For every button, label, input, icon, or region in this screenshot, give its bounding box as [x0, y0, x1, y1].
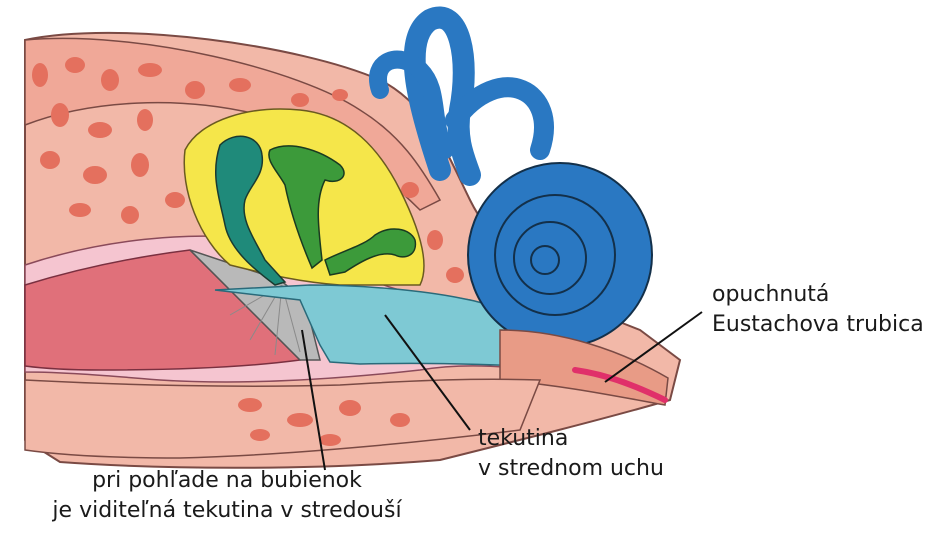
label-eustachian-line1: opuchnutá	[712, 280, 924, 310]
label-eustachian-line2: Eustachova trubica	[712, 310, 924, 340]
label-eardrum-line2: je viditeľná tekutina v stredouší	[12, 496, 442, 526]
label-fluid-line1: tekutina	[478, 424, 664, 454]
label-eardrum: pri pohľade na bubienok je viditeľná tek…	[12, 466, 442, 526]
label-middle-ear-fluid: tekutina v strednom uchu	[478, 424, 664, 484]
label-eardrum-line1: pri pohľade na bubienok	[12, 466, 442, 496]
label-fluid-line2: v strednom uchu	[478, 454, 664, 484]
label-eustachian-tube: opuchnutá Eustachova trubica	[712, 280, 924, 340]
